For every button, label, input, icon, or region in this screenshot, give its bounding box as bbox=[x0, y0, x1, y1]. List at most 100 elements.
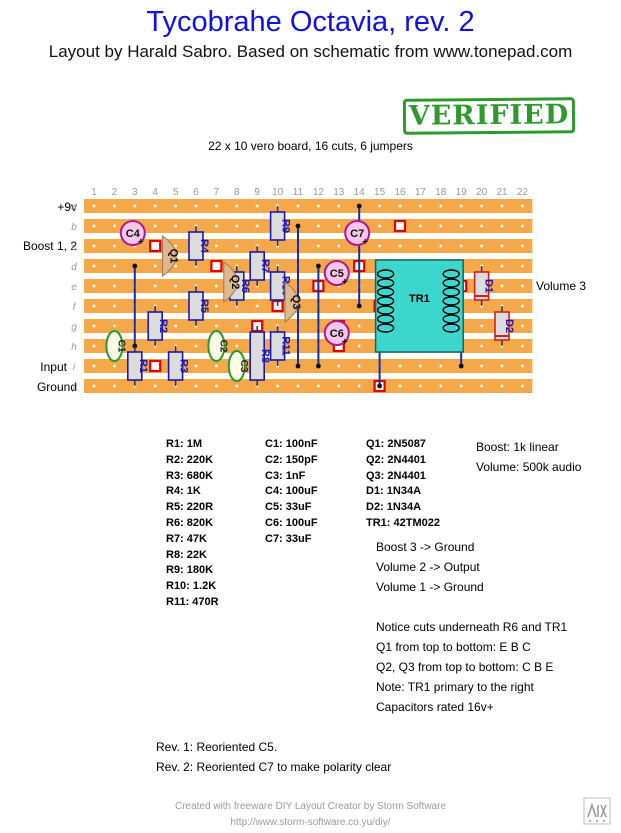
strip-hole bbox=[357, 324, 361, 328]
resistor-spec: R5: 220R bbox=[166, 501, 214, 514]
transformer-coil bbox=[376, 296, 395, 306]
strip-hole bbox=[113, 324, 116, 328]
strip-hole bbox=[378, 204, 381, 208]
row-letter: a bbox=[71, 202, 77, 213]
strip-hole bbox=[317, 224, 320, 228]
strip-hole bbox=[521, 224, 524, 228]
capacitor-label: C4 bbox=[126, 228, 141, 240]
strip-hole bbox=[337, 364, 341, 368]
strip-hole bbox=[480, 324, 483, 328]
column-number: 5 bbox=[173, 187, 179, 198]
page-title: Tycobrahe Octavia, rev. 2 bbox=[146, 6, 475, 38]
footer-credit: Created with freeware DIY Layout Creator… bbox=[174, 801, 447, 812]
column-number: 21 bbox=[496, 187, 508, 198]
copper-strip bbox=[84, 199, 533, 213]
transformer-coil bbox=[442, 278, 460, 288]
strip-hole bbox=[480, 204, 483, 208]
transformer-coil bbox=[376, 278, 395, 288]
strip-hole bbox=[113, 304, 116, 308]
resistor-spec: R2: 220K bbox=[166, 453, 214, 466]
transformer-coil bbox=[376, 323, 395, 333]
ground-label: Ground bbox=[36, 380, 77, 394]
revision-notes: Rev. 1: Reoriented C5. Rev. 2: Reoriente… bbox=[156, 737, 391, 777]
board-info: 22 x 10 vero board, 16 cuts, 6 jumpers bbox=[208, 139, 413, 153]
solder-point bbox=[356, 203, 362, 209]
strip-cut bbox=[393, 219, 407, 233]
transistor-body bbox=[284, 281, 299, 323]
resistor-spec: R6: 820K bbox=[166, 516, 214, 529]
strip-hole bbox=[92, 364, 96, 368]
column-number: 13 bbox=[333, 187, 345, 198]
semiconductor-spec: D2: 1N34A bbox=[366, 501, 422, 514]
strip-hole bbox=[459, 384, 463, 388]
strip-hole bbox=[521, 324, 524, 328]
build-note: Note: TR1 primary to the right bbox=[376, 680, 534, 694]
solder-point bbox=[132, 263, 138, 269]
row-letter: j bbox=[71, 382, 76, 393]
copper-strip bbox=[84, 359, 533, 373]
strip-hole bbox=[521, 364, 524, 368]
strip-hole bbox=[113, 364, 116, 368]
strip-hole bbox=[215, 364, 218, 368]
semiconductor-spec: D1: 1N34A bbox=[366, 485, 422, 498]
row-letter: b bbox=[71, 222, 77, 233]
strip-hole bbox=[215, 224, 218, 228]
strip-hole bbox=[500, 204, 504, 208]
solder-point bbox=[377, 383, 382, 389]
resistor-body bbox=[127, 351, 143, 381]
pot-value-boost: Boost: 1k linear bbox=[476, 440, 559, 454]
capacitor-spec: C3: 1nF bbox=[265, 469, 306, 482]
revision-note: Rev. 1: Reoriented C5. bbox=[156, 740, 278, 754]
polarity-mark: + bbox=[342, 337, 348, 348]
resistor-spec: R1: 1M bbox=[166, 438, 203, 450]
resistor-label: R2 bbox=[157, 319, 169, 333]
semiconductor-spec: Q1: 2N5087 bbox=[366, 438, 426, 450]
resistor-label: R3 bbox=[178, 359, 190, 373]
strip-hole bbox=[480, 384, 483, 388]
strip-hole bbox=[215, 204, 218, 208]
strip-hole bbox=[398, 384, 402, 388]
transformer-coil bbox=[376, 305, 395, 315]
pot-value-volume: Volume: 500k audio bbox=[476, 460, 582, 474]
semiconductor-spec: Q3: 2N4401 bbox=[366, 469, 426, 482]
strip-hole bbox=[113, 384, 116, 388]
strip-cut bbox=[149, 239, 162, 253]
polarity-mark: + bbox=[342, 277, 348, 288]
strip-hole bbox=[419, 244, 422, 248]
strip-hole bbox=[419, 224, 422, 228]
strip-hole bbox=[235, 204, 239, 208]
resistor-spec: R7: 47K bbox=[166, 532, 207, 545]
ceramic-capacitor bbox=[207, 330, 226, 362]
ceramic-capacitor bbox=[227, 350, 246, 382]
strip-hole bbox=[113, 264, 116, 268]
strip-hole bbox=[174, 224, 178, 228]
strip-hole bbox=[174, 244, 178, 248]
strip-hole bbox=[92, 324, 96, 328]
solder-point bbox=[316, 363, 321, 369]
column-number: 1 bbox=[91, 187, 97, 198]
copper-strip bbox=[84, 219, 533, 233]
strip-hole bbox=[194, 384, 198, 388]
strip-hole bbox=[194, 344, 198, 348]
strip-hole bbox=[215, 284, 218, 288]
wiring-note: Volume 2 -> Output bbox=[376, 560, 480, 574]
strip-hole bbox=[113, 204, 116, 208]
column-number: 22 bbox=[517, 187, 529, 198]
capacitor-label: C5 bbox=[330, 268, 344, 280]
strip-hole bbox=[419, 364, 422, 368]
strip-hole bbox=[92, 284, 96, 288]
strip-hole bbox=[153, 384, 157, 388]
component-layer: R1R2R3R4R5R6R7R8R9R10R11C1C2C3C4+C5+C6+C… bbox=[105, 206, 515, 386]
resistor-label: R4 bbox=[198, 239, 210, 254]
build-note: Notice cuts underneath R6 and TR1 bbox=[376, 620, 568, 634]
electrolytic-capacitor bbox=[344, 220, 371, 246]
resistor-label: R1 bbox=[137, 359, 149, 373]
resistor-body bbox=[167, 351, 184, 381]
solder-point bbox=[295, 223, 301, 229]
transformer-coil bbox=[442, 287, 460, 297]
strip-hole bbox=[480, 344, 483, 348]
strip-hole bbox=[296, 204, 300, 208]
resistor-label: R8 bbox=[259, 349, 271, 363]
strip-hole bbox=[500, 284, 504, 288]
